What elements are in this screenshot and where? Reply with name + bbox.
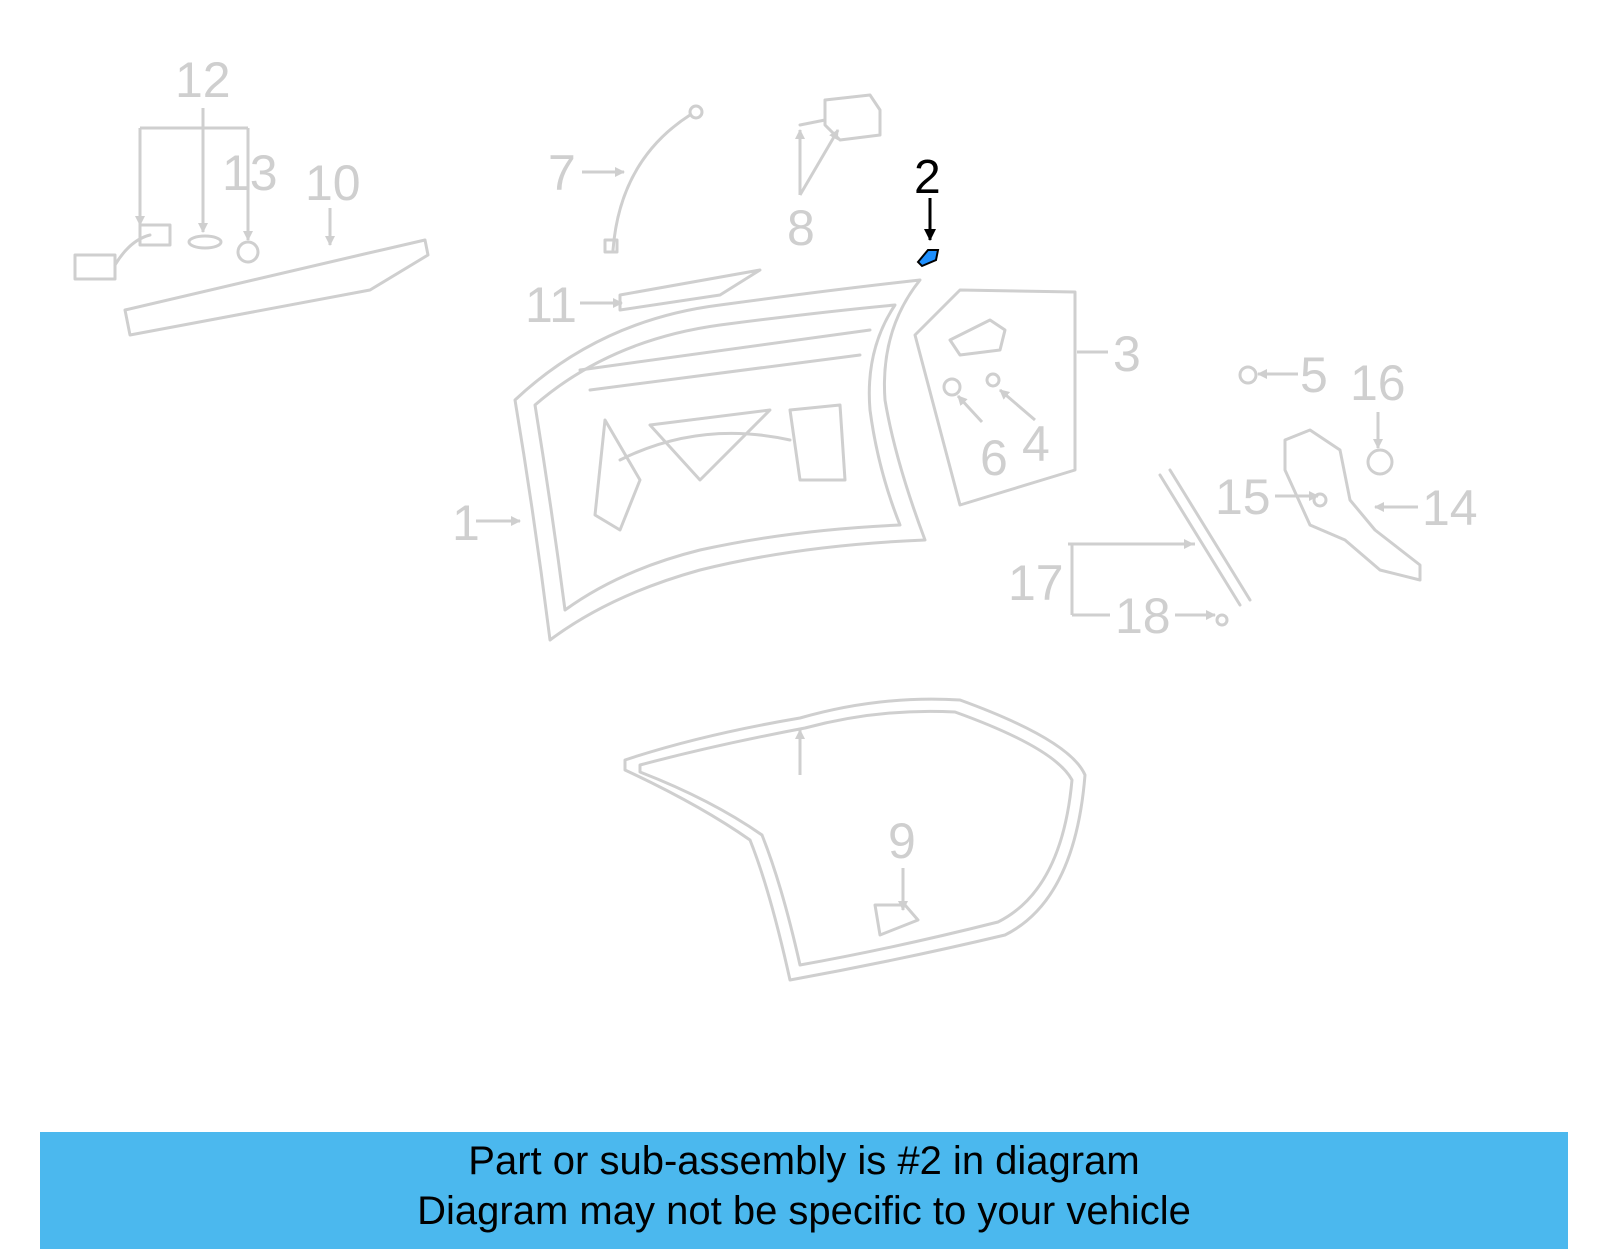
trunk-lid-part (513, 278, 927, 642)
banner-line-2: Diagram may not be specific to your vehi… (417, 1189, 1191, 1233)
callout-14: 14 (1422, 480, 1478, 536)
info-banner: Part or sub-assembly is #2 in diagram Di… (40, 1132, 1568, 1249)
trim-strip-part (618, 268, 762, 312)
banner-line-1: Part or sub-assembly is #2 in diagram (468, 1139, 1140, 1183)
callout-10: 10 (305, 155, 361, 211)
part-2-clip (916, 249, 940, 268)
callout-3: 3 (1113, 326, 1141, 382)
callout-4: 4 (1022, 416, 1050, 472)
callout-15: 15 (1215, 469, 1271, 525)
leader-lines (135, 108, 1418, 911)
callout-18: 18 (1115, 588, 1171, 644)
lock-actuator-part (798, 93, 882, 142)
callout-2: 2 (914, 151, 941, 204)
gas-strut-part (1158, 468, 1252, 627)
callout-7: 7 (548, 145, 576, 201)
callout-1: 1 (452, 495, 480, 551)
callout-labels: 1 2 3 4 5 6 7 8 9 10 11 12 13 14 15 16 1… (175, 52, 1478, 869)
callout-16: 16 (1350, 355, 1406, 411)
callout-5: 5 (1300, 347, 1328, 403)
callout-8: 8 (787, 200, 815, 256)
release-cable-part (603, 104, 704, 254)
callout-13: 13 (222, 145, 278, 201)
callout-6: 6 (980, 430, 1008, 486)
weatherstrip-part (623, 697, 1087, 982)
callout-9: 9 (888, 813, 916, 869)
hinge-panel-part (913, 288, 1077, 507)
callout-12: 12 (175, 52, 231, 108)
handle-assembly-part (73, 223, 430, 337)
callout-17: 17 (1008, 555, 1064, 611)
callout-11: 11 (525, 277, 577, 333)
